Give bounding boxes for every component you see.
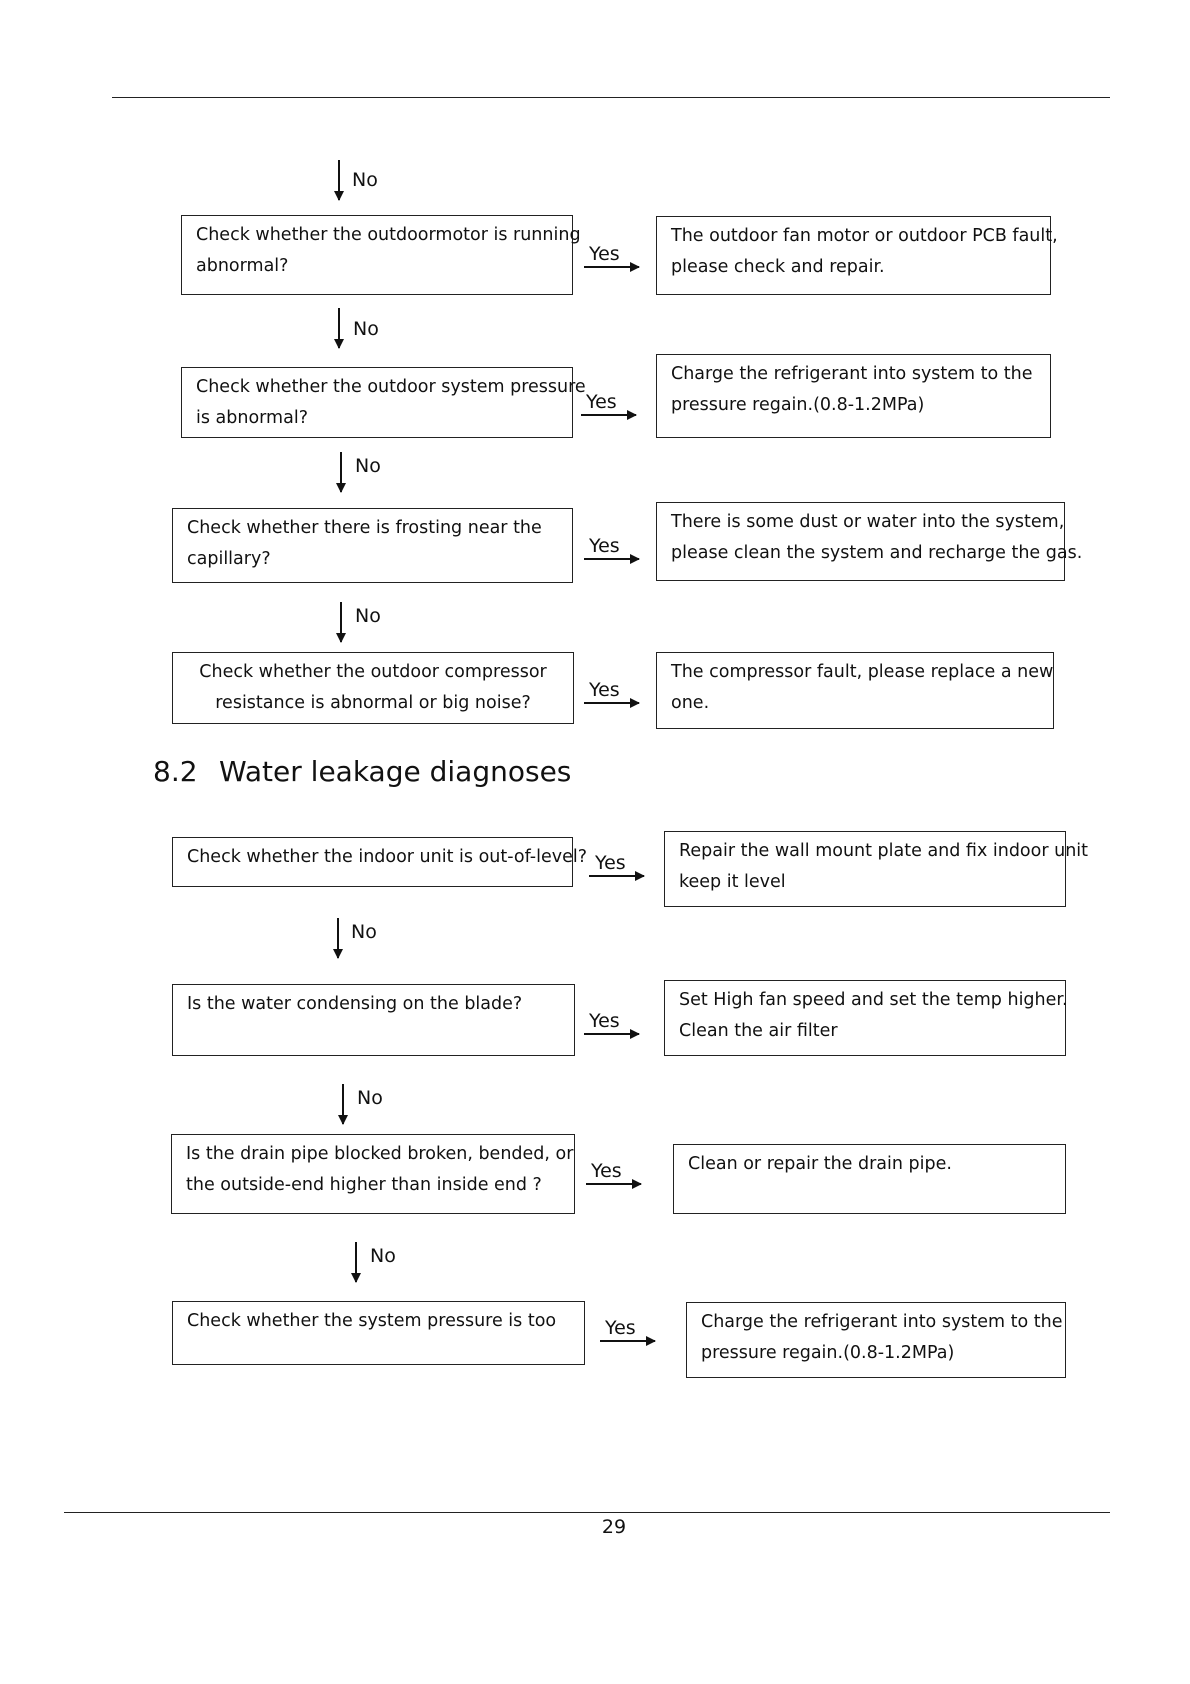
action-text: one.: [671, 693, 710, 713]
check-box: Check whether the system pressure is too: [172, 1301, 585, 1365]
action-box: Clean or repair the drain pipe.: [673, 1144, 1066, 1214]
action-text: The compressor fault, please replace a n…: [671, 662, 1054, 682]
footer-rule: [64, 1512, 1110, 1513]
action-text: There is some dust or water into the sys…: [671, 512, 1065, 532]
check-box: Check whether there is frosting near the…: [172, 508, 573, 583]
check-box: Check whether the outdoor compressor res…: [172, 652, 574, 724]
check-box: Check whether the outdoor system pressur…: [181, 367, 586, 438]
check-text: Check whether the indoor unit is out-of-…: [187, 847, 587, 867]
section-heading: 8.2 Water leakage diagnoses: [153, 755, 571, 788]
check-text: Is the drain pipe blocked broken, bended…: [186, 1144, 574, 1164]
check-box: Check whether the indoor unit is out-of-…: [172, 837, 587, 887]
action-text: The outdoor fan motor or outdoor PCB fau…: [671, 226, 1058, 246]
action-text: pressure regain.(0.8-1.2MPa): [671, 395, 925, 415]
no-label: No: [370, 1245, 396, 1267]
check-text: the outside-end higher than inside end ?: [186, 1175, 542, 1195]
yes-label: Yes: [589, 535, 620, 557]
yes-label: Yes: [589, 1010, 620, 1032]
yes-label: Yes: [605, 1317, 636, 1339]
check-text: abnormal?: [196, 256, 289, 276]
action-text: Charge the refrigerant into system to th…: [671, 364, 1033, 384]
section-title: Water leakage diagnoses: [219, 755, 572, 788]
action-text: Charge the refrigerant into system to th…: [701, 1312, 1063, 1332]
check-text: capillary?: [187, 549, 271, 569]
section-number: 8.2: [153, 755, 198, 788]
no-label: No: [355, 605, 381, 627]
action-text: pressure regain.(0.8-1.2MPa): [701, 1343, 955, 1363]
check-text: Check whether the outdoormotor is runnin…: [196, 225, 581, 245]
yes-label: Yes: [591, 1160, 622, 1182]
check-text: Check whether the outdoor compressor: [199, 662, 547, 682]
check-text: is abnormal?: [196, 408, 308, 428]
yes-label: Yes: [589, 243, 620, 265]
action-box: There is some dust or water into the sys…: [656, 502, 1083, 581]
check-text: Check whether the outdoor system pressur…: [196, 377, 586, 397]
action-box: Charge the refrigerant into system to th…: [686, 1302, 1066, 1378]
no-label: No: [355, 455, 381, 477]
action-box: Charge the refrigerant into system to th…: [656, 354, 1051, 438]
check-box: Is the drain pipe blocked broken, bended…: [171, 1134, 575, 1214]
check-box: Check whether the outdoormotor is runnin…: [181, 215, 581, 295]
action-box: Repair the wall mount plate and fix indo…: [664, 831, 1089, 907]
yes-label: Yes: [589, 679, 620, 701]
page-number: 29: [601, 1516, 627, 1538]
action-box: The compressor fault, please replace a n…: [656, 652, 1054, 729]
no-label: No: [357, 1087, 383, 1109]
yes-label: Yes: [586, 391, 617, 413]
action-box: The outdoor fan motor or outdoor PCB fau…: [656, 216, 1058, 295]
no-label: No: [352, 169, 378, 191]
check-text: Check whether there is frosting near the: [187, 518, 542, 538]
no-label: No: [351, 921, 377, 943]
check-text: resistance is abnormal or big noise?: [215, 693, 531, 713]
yes-label: Yes: [595, 852, 626, 874]
action-text: Set High fan speed and set the temp high…: [679, 990, 1068, 1010]
action-box: Set High fan speed and set the temp high…: [664, 980, 1068, 1056]
check-text: Check whether the system pressure is too: [187, 1311, 557, 1331]
action-text: Clean the air filter: [679, 1021, 838, 1041]
action-text: please clean the system and recharge the…: [671, 543, 1083, 563]
header-rule: [112, 97, 1110, 98]
action-text: Clean or repair the drain pipe.: [688, 1154, 952, 1174]
action-text: please check and repair.: [671, 257, 885, 277]
check-text: Is the water condensing on the blade?: [187, 994, 523, 1014]
check-box: Is the water condensing on the blade?: [172, 984, 575, 1056]
no-label: No: [353, 318, 379, 340]
action-text: Repair the wall mount plate and fix indo…: [679, 841, 1089, 861]
action-text: keep it level: [679, 872, 786, 892]
